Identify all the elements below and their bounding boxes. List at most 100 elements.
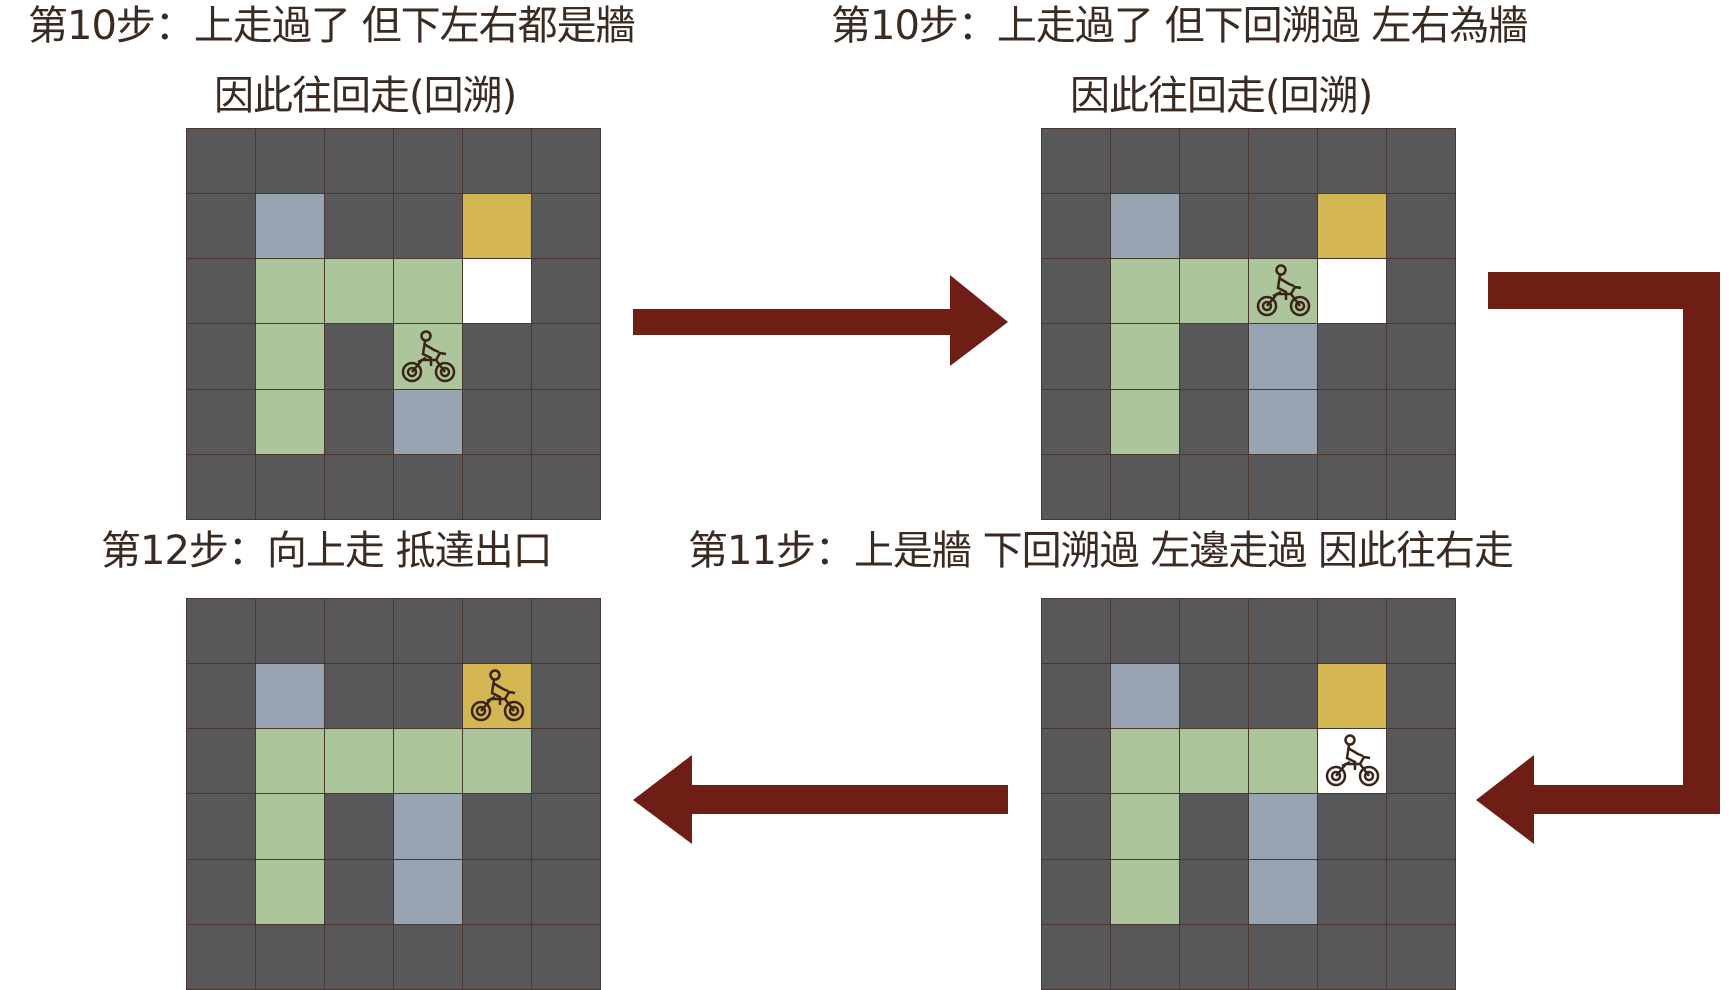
- motorcycle-rider-icon: [470, 669, 525, 722]
- caption-step10a-line2: 因此往回走(回溯): [214, 73, 517, 119]
- maze-cell-exit: [1318, 664, 1386, 729]
- maze-cell-wall: [1249, 129, 1317, 194]
- motorcycle-rider-icon: [1256, 264, 1311, 317]
- maze-cell-wall: [187, 324, 255, 389]
- maze-cell-wall: [1180, 599, 1248, 664]
- maze-cell-walk: [256, 729, 324, 794]
- arrow-left-shape: [633, 755, 1008, 844]
- maze-cell-open: [463, 259, 531, 324]
- maze-cell-wall: [325, 794, 393, 859]
- maze-cell-back: [394, 794, 462, 859]
- maze-cell-walk: [256, 859, 324, 924]
- maze-cell-wall: [187, 389, 255, 454]
- maze-cell-wall: [532, 599, 600, 664]
- maze-cell-wall: [187, 924, 255, 989]
- maze-cell-open: [1318, 729, 1386, 794]
- maze-cell-wall: [1387, 194, 1455, 259]
- maze-grid-step12: [186, 598, 601, 990]
- maze-cell-wall: [187, 599, 255, 664]
- maze-cell-wall: [1387, 129, 1455, 194]
- maze-cell-walk: [1249, 729, 1317, 794]
- maze-cell-wall: [1249, 599, 1317, 664]
- maze-cell-wall: [532, 794, 600, 859]
- maze-cell-wall: [1249, 194, 1317, 259]
- maze-cell-wall: [325, 664, 393, 729]
- maze-cell-wall: [1249, 924, 1317, 989]
- maze-cell-wall: [1318, 859, 1386, 924]
- maze-cell-wall: [187, 859, 255, 924]
- maze-cell-back: [256, 194, 324, 259]
- maze-cell-wall: [1042, 664, 1110, 729]
- maze-cell-wall: [1042, 729, 1110, 794]
- maze-cell-wall: [1180, 389, 1248, 454]
- maze-cell-wall: [394, 664, 462, 729]
- maze-cell-wall: [532, 194, 600, 259]
- maze-cell-wall: [1180, 194, 1248, 259]
- maze-cell-wall: [325, 129, 393, 194]
- maze-cell-wall: [1318, 924, 1386, 989]
- maze-cell-wall: [463, 389, 531, 454]
- maze-cell-wall: [532, 454, 600, 519]
- maze-cell-walk: [1111, 389, 1179, 454]
- maze-cell-wall: [1180, 324, 1248, 389]
- maze-cell-walk: [1111, 859, 1179, 924]
- motorcycle-rider-icon: [401, 329, 456, 382]
- maze-cell-wall: [1180, 924, 1248, 989]
- maze-cell-wall: [325, 859, 393, 924]
- maze-cell-wall: [532, 259, 600, 324]
- maze-cell-walk: [1111, 324, 1179, 389]
- maze-cell-wall: [1042, 794, 1110, 859]
- maze-cell-wall: [1042, 859, 1110, 924]
- maze-cell-wall: [463, 924, 531, 989]
- maze-cell-wall: [532, 924, 600, 989]
- maze-cell-exit: [1318, 194, 1386, 259]
- maze-cell-walk: [394, 259, 462, 324]
- maze-cell-wall: [463, 794, 531, 859]
- maze-cell-walk: [325, 729, 393, 794]
- maze-cell-back: [394, 859, 462, 924]
- caption-step12: 第12步：向上走 抵達出口: [101, 528, 553, 574]
- maze-cell-wall: [1387, 259, 1455, 324]
- maze-cell-wall: [325, 389, 393, 454]
- maze-cell-wall: [532, 664, 600, 729]
- maze-cell-wall: [394, 599, 462, 664]
- maze-cell-wall: [1387, 794, 1455, 859]
- maze-cell-wall: [187, 729, 255, 794]
- maze-cell-wall: [1318, 129, 1386, 194]
- maze-cell-wall: [187, 194, 255, 259]
- maze-cell-wall: [1042, 389, 1110, 454]
- maze-cell-back: [1249, 859, 1317, 924]
- maze-cell-wall: [1318, 599, 1386, 664]
- maze-cell-wall: [256, 924, 324, 989]
- caption-step10a-line1: 第10步：上走過了 但下左右都是牆: [28, 3, 636, 49]
- maze-cell-wall: [1042, 924, 1110, 989]
- caption-step11: 第11步：上是牆 下回溯過 左邊走過 因此往右走: [688, 528, 1514, 574]
- maze-cell-wall: [1318, 794, 1386, 859]
- maze-cell-wall: [1249, 664, 1317, 729]
- maze-cell-walk: [256, 259, 324, 324]
- maze-cell-wall: [256, 599, 324, 664]
- maze-cell-wall: [1111, 924, 1179, 989]
- maze-cell-wall: [394, 924, 462, 989]
- maze-cell-walk: [1249, 259, 1317, 324]
- maze-cell-back: [1249, 389, 1317, 454]
- maze-cell-wall: [325, 454, 393, 519]
- maze-cell-wall: [187, 129, 255, 194]
- maze-cell-wall: [1042, 259, 1110, 324]
- maze-cell-walk: [256, 794, 324, 859]
- maze-cell-wall: [1387, 664, 1455, 729]
- caption-step10b-line1: 第10步：上走過了 但下回溯過 左右為牆: [831, 3, 1528, 49]
- maze-cell-wall: [1180, 129, 1248, 194]
- maze-cell-wall: [187, 454, 255, 519]
- maze-cell-wall: [1387, 454, 1455, 519]
- maze-cell-walk: [1180, 729, 1248, 794]
- maze-cell-back: [1111, 664, 1179, 729]
- maze-cell-walk: [463, 729, 531, 794]
- maze-cell-wall: [1180, 859, 1248, 924]
- maze-cell-walk: [1111, 729, 1179, 794]
- maze-cell-wall: [1387, 389, 1455, 454]
- maze-cell-wall: [1042, 599, 1110, 664]
- maze-cell-wall: [1387, 324, 1455, 389]
- maze-cell-walk: [394, 324, 462, 389]
